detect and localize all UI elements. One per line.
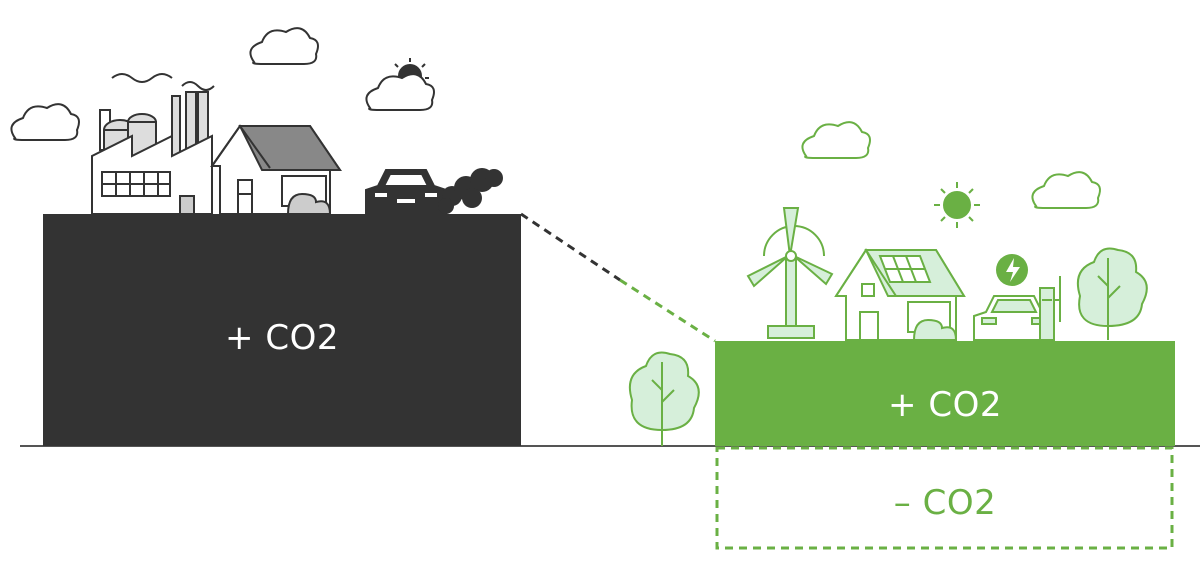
cloud-icon: [801, 121, 871, 159]
green-emissions-label: + CO2: [888, 385, 1002, 425]
carbon-offset-box: [715, 446, 1174, 550]
cloud-icon: [249, 27, 319, 65]
tree-icon: [1076, 247, 1148, 340]
solar-house-icon: [834, 248, 966, 341]
cloud-icon: [1031, 171, 1101, 209]
lightning-bolt-icon: [996, 254, 1028, 286]
dark-emissions-label: + CO2: [225, 318, 339, 358]
electric-car-icon: [973, 295, 1055, 341]
house-icon: [210, 124, 342, 215]
car-icon: [365, 169, 447, 215]
connector-dark-dash: [520, 212, 621, 282]
cloud-icon: [365, 73, 435, 111]
green-emissions-block: [715, 341, 1175, 446]
green-offset-label: – CO2: [893, 483, 997, 523]
smoke-icon: [438, 168, 503, 214]
cloud-icon: [10, 103, 80, 141]
factory-icon: [91, 73, 215, 215]
dark-emissions-block: [43, 214, 521, 446]
wind-turbine-icon: [746, 207, 834, 339]
sun-icon: [934, 182, 980, 228]
charging-station-icon: [1039, 276, 1061, 341]
connector-green-dash: [619, 278, 716, 343]
tree-icon: [628, 351, 700, 446]
